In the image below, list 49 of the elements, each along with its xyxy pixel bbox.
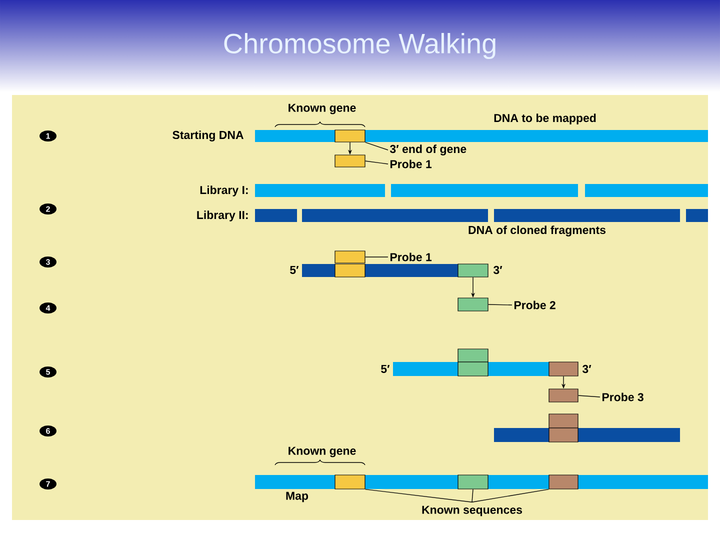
label: Map xyxy=(286,492,308,502)
dna-segment xyxy=(334,474,366,490)
callout-label: Probe 1 xyxy=(390,160,432,168)
dna-segment xyxy=(334,130,366,142)
label: DNA to be mapped xyxy=(494,114,596,124)
dna-segment xyxy=(548,388,578,402)
dna-segment xyxy=(458,264,488,278)
strand-end-label: 5′ xyxy=(290,266,299,274)
callout-label: Probe 1 xyxy=(390,252,432,262)
step-number: 4 xyxy=(40,302,56,314)
callout-label: Known sequences xyxy=(422,506,522,516)
dna-segment xyxy=(334,154,366,168)
dna-segment xyxy=(458,362,488,376)
step-number: 1 xyxy=(40,130,56,142)
dna-segment xyxy=(548,414,578,428)
step-number: 2 xyxy=(40,204,56,214)
label: Starting DNA xyxy=(172,130,244,142)
step-number: 5 xyxy=(40,366,56,378)
dna-segment xyxy=(458,474,488,490)
step-number: 3 xyxy=(40,256,56,268)
dna-segment xyxy=(458,298,488,312)
title: Chromosome Walking xyxy=(224,32,496,60)
label: Known gene xyxy=(288,104,356,114)
leader-line xyxy=(488,304,512,306)
leader-line xyxy=(364,142,388,150)
callout-label: 3′ end of gene xyxy=(390,144,466,156)
label: Library II: xyxy=(197,210,248,222)
label: DNA of cloned fragments xyxy=(468,226,606,236)
dna-segment xyxy=(334,250,366,264)
dna-segment xyxy=(458,348,488,362)
label: Library I: xyxy=(200,186,248,196)
leader-line xyxy=(364,160,388,164)
strand-end-label: 3′ xyxy=(582,364,592,374)
step-number: 6 xyxy=(40,426,56,436)
dna-segment xyxy=(334,264,366,278)
strand-end-label: 3′ xyxy=(493,266,502,274)
leader-line xyxy=(578,395,600,398)
leader-line xyxy=(472,488,474,502)
dna-segment xyxy=(548,362,578,376)
leader-line xyxy=(364,488,472,502)
leader-line xyxy=(364,256,388,258)
step-number: 7 xyxy=(40,478,56,490)
strand-end-label: 5′ xyxy=(381,365,390,373)
callout-label: Probe 3 xyxy=(602,392,644,402)
leader-line xyxy=(472,488,550,502)
callout-label: Probe 2 xyxy=(514,300,556,310)
dna-segment xyxy=(548,428,578,442)
label: Known gene xyxy=(288,446,356,458)
dna-segment xyxy=(548,474,578,490)
